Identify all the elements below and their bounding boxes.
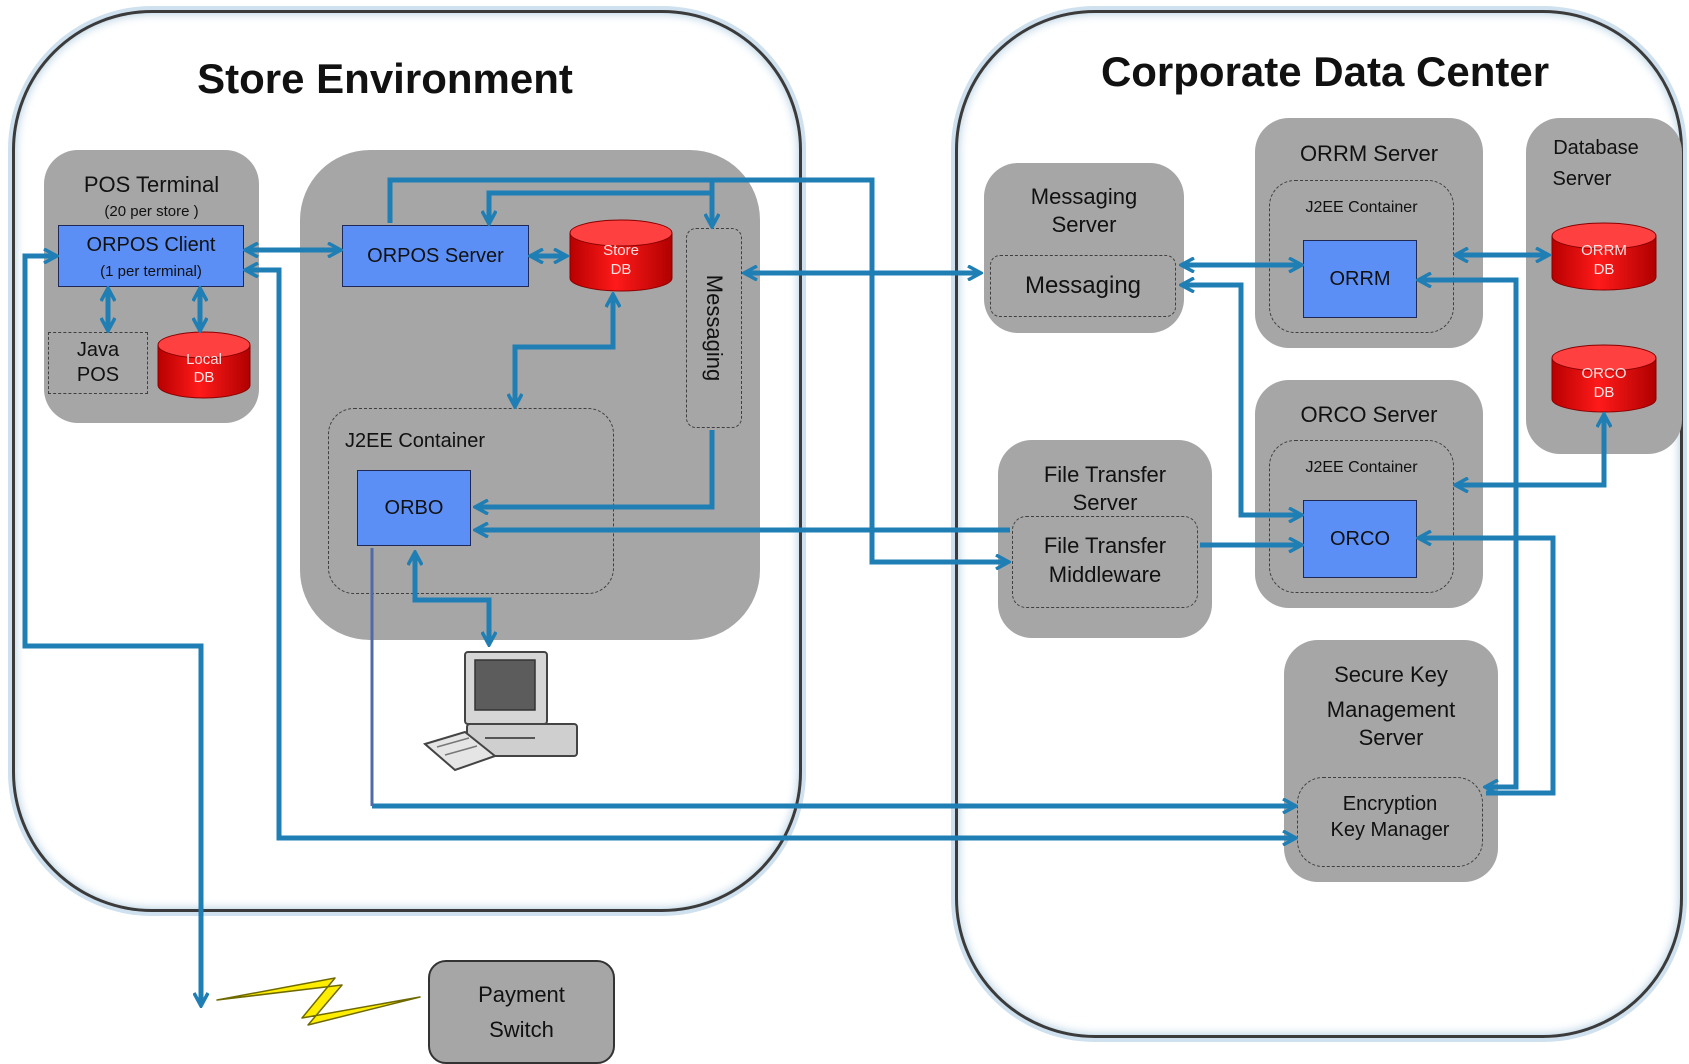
database-server-label-1: Database xyxy=(1553,137,1639,159)
messaging-server-label-1: Messaging xyxy=(1030,184,1138,209)
secure-key-label-1: Secure Key xyxy=(1334,662,1448,687)
connector-server-messaging xyxy=(387,177,712,226)
file-transfer-server-label-2: Server xyxy=(1072,490,1138,515)
payment-switch-label-2: Switch xyxy=(489,1017,554,1042)
store-db-label-2: DB xyxy=(610,261,632,278)
connector-orrm-keymanager xyxy=(1419,280,1519,787)
secure-key-label-3: Server xyxy=(1358,725,1424,750)
pos-terminal-label: POS Terminal xyxy=(83,172,220,197)
connector-to-file-transfer xyxy=(712,177,1008,562)
local-db-label-2: DB xyxy=(193,369,215,386)
orco-j2ee-container-label: J2EE Container xyxy=(1305,459,1418,476)
connector-client-payment xyxy=(22,256,201,1005)
orrm-db-cylinder xyxy=(1551,222,1657,291)
file-transfer-inner-label-1: File Transfer xyxy=(1043,533,1167,558)
payment-switch-label-1: Payment xyxy=(478,982,565,1007)
connector-client-keymanager xyxy=(246,270,1295,838)
payment-switch-box xyxy=(428,960,615,1064)
connector-orbo-computer xyxy=(415,553,489,644)
connector-storedb-orbo xyxy=(515,295,613,406)
computer-icon xyxy=(422,651,578,772)
orbo-label: ORBO xyxy=(384,497,444,519)
orco-box xyxy=(1303,500,1417,578)
secure-key-label-2: Management xyxy=(1326,697,1456,722)
orrm-label: ORRM xyxy=(1329,268,1391,290)
pos-terminal-subtitle: (20 per store ) xyxy=(104,203,199,220)
orrm-server-label: ORRM Server xyxy=(1299,141,1439,166)
connector-orco-orcodb xyxy=(1456,415,1604,485)
lightning-bolt-icon xyxy=(216,977,421,1026)
orpos-server-label: ORPOS Server xyxy=(367,245,504,267)
orrm-db-label-1: ORRM xyxy=(1581,242,1627,259)
java-pos-label-2: POS xyxy=(76,364,120,386)
orco-db-cylinder xyxy=(1551,344,1657,413)
messaging-inner-label: Messaging xyxy=(1024,272,1142,299)
local-db-label-1: Local xyxy=(186,351,222,368)
encryption-label-2: Key Manager xyxy=(1330,819,1450,841)
connector-messaging-server-return xyxy=(489,190,712,223)
orrm-j2ee-container-label: J2EE Container xyxy=(1305,199,1418,216)
database-server-label-2: Server xyxy=(1552,168,1612,190)
messaging-server-label-2: Server xyxy=(1051,212,1117,237)
store-db-label-1: Store xyxy=(603,242,639,259)
orrm-db-label-2: DB xyxy=(1593,261,1615,278)
orco-db-label-2: DB xyxy=(1593,384,1615,401)
encryption-label-1: Encryption xyxy=(1342,793,1438,815)
orco-server-label: ORCO Server xyxy=(1300,402,1438,427)
file-transfer-server-label-1: File Transfer xyxy=(1043,462,1167,487)
orco-db-label-1: ORCO xyxy=(1581,365,1627,382)
orpos-client-label: ORPOS Client xyxy=(86,234,216,256)
corporate-data-center-title: Corporate Data Center xyxy=(1100,48,1550,95)
orpos-client-sublabel: (1 per terminal) xyxy=(100,263,202,280)
store-environment-title: Store Environment xyxy=(197,55,573,102)
connector-orco-keymanager xyxy=(1419,538,1556,796)
messaging-bus-label: Messaging xyxy=(702,274,727,382)
java-pos-label-1: Java xyxy=(76,339,120,361)
store-j2ee-container-label: J2EE Container xyxy=(345,430,486,452)
orco-label: ORCO xyxy=(1330,528,1390,550)
file-transfer-inner-label-2: Middleware xyxy=(1048,562,1162,587)
